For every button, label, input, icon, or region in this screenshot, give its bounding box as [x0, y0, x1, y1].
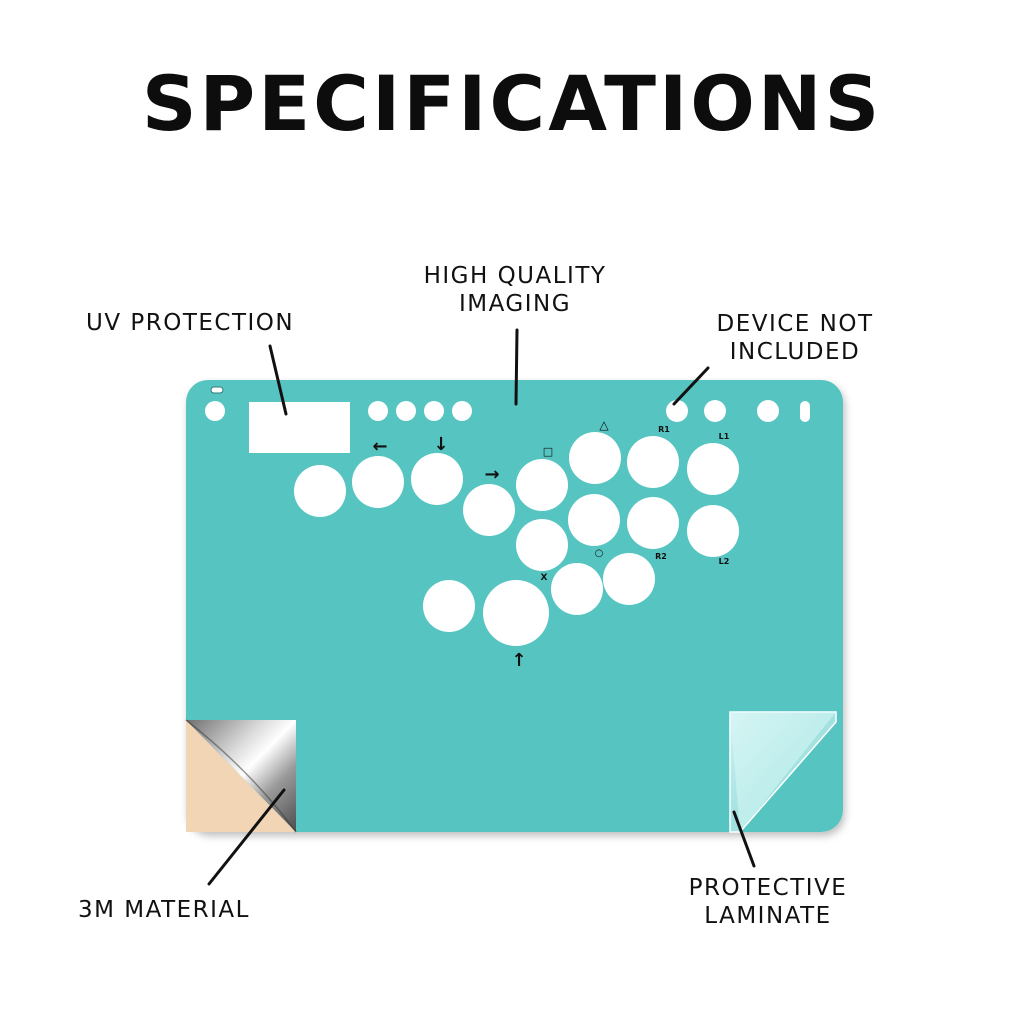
label-left-arrow: ← [372, 436, 387, 457]
leader-uv [268, 344, 288, 416]
label-triangle: △ [599, 418, 609, 432]
device-line1: DEVICE NOT [716, 311, 874, 337]
laminate-line1: PROTECTIVE [688, 875, 848, 901]
leader-device [672, 366, 710, 406]
label-right-arrow: → [484, 464, 499, 485]
device-not-included-label: DEVICE NOT INCLUDED [700, 310, 890, 366]
leader-3m [207, 788, 286, 886]
label-up-arrow: ↑ [511, 650, 526, 671]
label-cross: X [541, 573, 548, 583]
page-title: SPECIFICATIONS [141, 59, 883, 148]
panel-notch [210, 386, 224, 394]
label-circle: ○ [595, 548, 604, 559]
label-r2: R2 [655, 552, 667, 561]
laminate-line2: LAMINATE [704, 903, 832, 929]
protective-laminate-label: PROTECTIVE LAMINATE [668, 874, 868, 930]
uv-protection-label: UV PROTECTION [86, 310, 295, 336]
label-square: □ [543, 445, 553, 458]
leader-lines [207, 328, 756, 886]
high-quality-line2: IMAGING [458, 291, 572, 317]
laminate-corner [729, 711, 837, 833]
label-l1: L1 [719, 432, 730, 441]
label-r1: R1 [658, 425, 670, 434]
leader-laminate [732, 810, 756, 868]
leader-imaging [514, 328, 519, 406]
device-line2: INCLUDED [729, 339, 861, 365]
label-down-arrow: ↓ [433, 434, 448, 455]
peel-corner-3m [185, 719, 297, 833]
3m-material-label: 3M MATERIAL [78, 897, 250, 923]
high-quality-line1: HIGH QUALITY [423, 263, 607, 289]
panel-body [186, 380, 843, 832]
label-l2: L2 [719, 557, 730, 566]
high-quality-imaging-label: HIGH QUALITY IMAGING [405, 262, 625, 318]
